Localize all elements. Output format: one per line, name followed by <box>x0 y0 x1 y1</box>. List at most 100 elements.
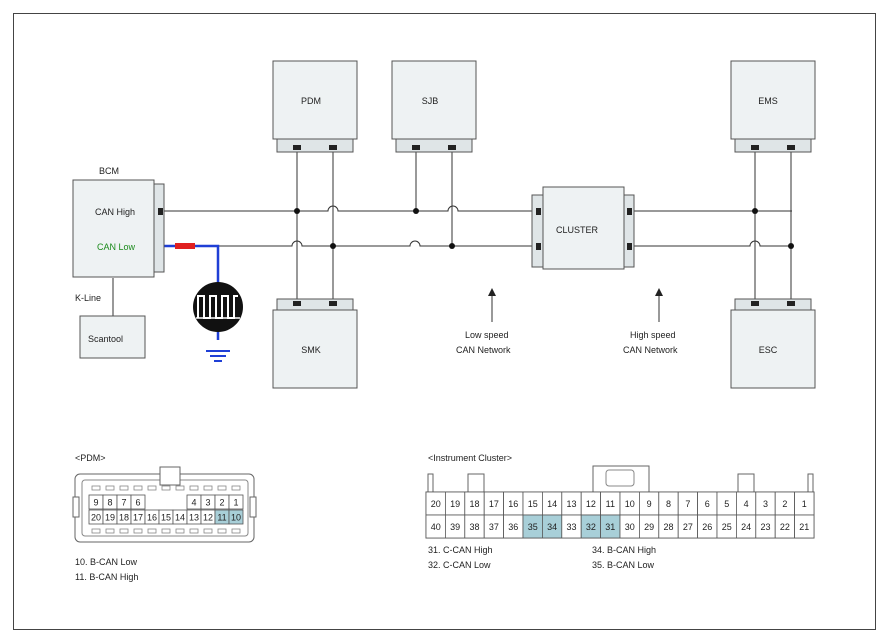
cluster-pin-label: 29 <box>644 522 654 532</box>
pdm-pin-label: 17 <box>133 513 143 523</box>
cluster-pin-label: 32 <box>586 522 596 532</box>
cluster-pin-label: 38 <box>469 522 479 532</box>
cluster-pin-label: 21 <box>799 522 809 532</box>
cluster-pin-label: 7 <box>685 499 690 509</box>
resistor-marker <box>175 243 195 249</box>
cluster-pin-label: 34 <box>547 522 557 532</box>
cluster-pin-label: 26 <box>702 522 712 532</box>
cluster-pin-label: 10 <box>625 499 635 509</box>
cluster-pin-label: 37 <box>489 522 499 532</box>
bcm-can-high-label: CAN High <box>95 207 135 217</box>
cluster-pin-label: 11 <box>606 499 615 509</box>
low-speed-caption-2: CAN Network <box>456 345 511 355</box>
diagram-frame <box>13 13 876 630</box>
module-esc: ESC <box>730 298 816 389</box>
cluster-pin-label: 18 <box>469 499 479 509</box>
cluster-pin-label: 33 <box>566 522 576 532</box>
pdm-pin-label: 14 <box>175 513 185 523</box>
high-speed-caption-2: CAN Network <box>623 345 678 355</box>
cluster-pin-label: 36 <box>508 522 518 532</box>
pdm-pin-label: 6 <box>135 498 140 508</box>
pdm-pin-label: 11 <box>217 513 226 523</box>
cluster-pin-label: 2 <box>782 499 787 509</box>
pdm-legend-1: 10. B-CAN Low <box>75 557 138 567</box>
module-sjb: SJB <box>391 60 477 153</box>
pdm-pin-label: 19 <box>105 513 115 523</box>
pdm-pin-cell <box>228 494 244 510</box>
cluster-pin-label: 31 <box>605 522 615 532</box>
scantool-label: Scantool <box>88 334 123 344</box>
module-pdm-label: PDM <box>301 96 321 106</box>
cluster-connector-title: <Instrument Cluster> <box>428 453 512 463</box>
cluster-pin-label: 20 <box>431 499 441 509</box>
module-bcm-title: BCM <box>99 166 119 176</box>
cluster-pin-label: 16 <box>508 499 518 509</box>
cluster-pin-label: 40 <box>431 522 441 532</box>
high-speed-caption-1: High speed <box>630 330 676 340</box>
module-cluster: CLUSTER <box>531 186 635 270</box>
pdm-pin-label: 18 <box>119 513 129 523</box>
junction-dots <box>294 208 794 249</box>
cluster-pin-label: 13 <box>566 499 576 509</box>
module-smk-label: SMK <box>301 345 321 355</box>
pdm-pin-cell <box>130 494 146 510</box>
cluster-pin-label: 39 <box>450 522 460 532</box>
low-speed-caption-1: Low speed <box>465 330 509 340</box>
pdm-pin-label: 3 <box>205 498 210 508</box>
pdm-connector-title: <PDM> <box>75 453 106 463</box>
cluster-legend-3: 34. B-CAN High <box>592 545 656 555</box>
cluster-pin-label: 9 <box>647 499 652 509</box>
cluster-pin-label: 12 <box>586 499 596 509</box>
pdm-pin-label: 16 <box>147 513 157 523</box>
cluster-pin-label: 28 <box>663 522 673 532</box>
cluster-pin-label: 4 <box>744 499 749 509</box>
pdm-pin-label: 15 <box>161 513 171 523</box>
module-esc-label: ESC <box>759 345 778 355</box>
pdm-pin-label: 4 <box>191 498 196 508</box>
cluster-pin-label: 1 <box>802 499 807 509</box>
pdm-pin-label: 12 <box>203 513 213 523</box>
pdm-legend-2: 11. B-CAN High <box>75 572 138 582</box>
square-wave-icon <box>193 282 243 332</box>
ground-icon <box>206 350 230 362</box>
bcm-can-low-label: CAN Low <box>97 242 136 252</box>
cluster-pin-cell <box>794 514 815 539</box>
cluster-pin-label: 24 <box>741 522 751 532</box>
pdm-pin-label: 2 <box>219 498 224 508</box>
cluster-pin-label: 27 <box>683 522 693 532</box>
pdm-pin-cell <box>228 509 244 525</box>
cluster-pin-label: 8 <box>666 499 671 509</box>
pdm-pin-label: 7 <box>121 498 126 508</box>
pdm-pin-label: 10 <box>231 513 241 523</box>
module-sjb-label: SJB <box>422 96 439 106</box>
cluster-pin-label: 5 <box>724 499 729 509</box>
cluster-pin-label: 15 <box>528 499 538 509</box>
cluster-pin-label: 17 <box>489 499 499 509</box>
cluster-pin-label: 22 <box>780 522 790 532</box>
cluster-legend-2: 32. C-CAN Low <box>428 560 491 570</box>
pdm-pin-label: 20 <box>91 513 101 523</box>
pdm-pin-label: 13 <box>189 513 199 523</box>
cluster-pin-label: 6 <box>705 499 710 509</box>
cluster-pin-label: 35 <box>528 522 538 532</box>
cluster-legend-4: 35. B-CAN Low <box>592 560 655 570</box>
module-scantool: Scantool <box>79 315 146 359</box>
module-smk: SMK <box>272 298 358 389</box>
can-low-measurement-tap <box>158 243 243 362</box>
cluster-pin-label: 14 <box>547 499 557 509</box>
cluster-pin-label: 19 <box>450 499 460 509</box>
cluster-legend-1: 31. C-CAN High <box>428 545 493 555</box>
cluster-pin-label: 23 <box>760 522 770 532</box>
cluster-pin-label: 25 <box>722 522 732 532</box>
cluster-pin-label: 3 <box>763 499 768 509</box>
module-pdm: PDM <box>272 60 358 153</box>
kline-label: K-Line <box>75 293 101 303</box>
can-wires <box>112 150 792 322</box>
module-ems: EMS <box>730 60 816 153</box>
module-ems-label: EMS <box>758 96 778 106</box>
module-cluster-label: CLUSTER <box>556 225 599 235</box>
cluster-pin-label: 30 <box>625 522 635 532</box>
